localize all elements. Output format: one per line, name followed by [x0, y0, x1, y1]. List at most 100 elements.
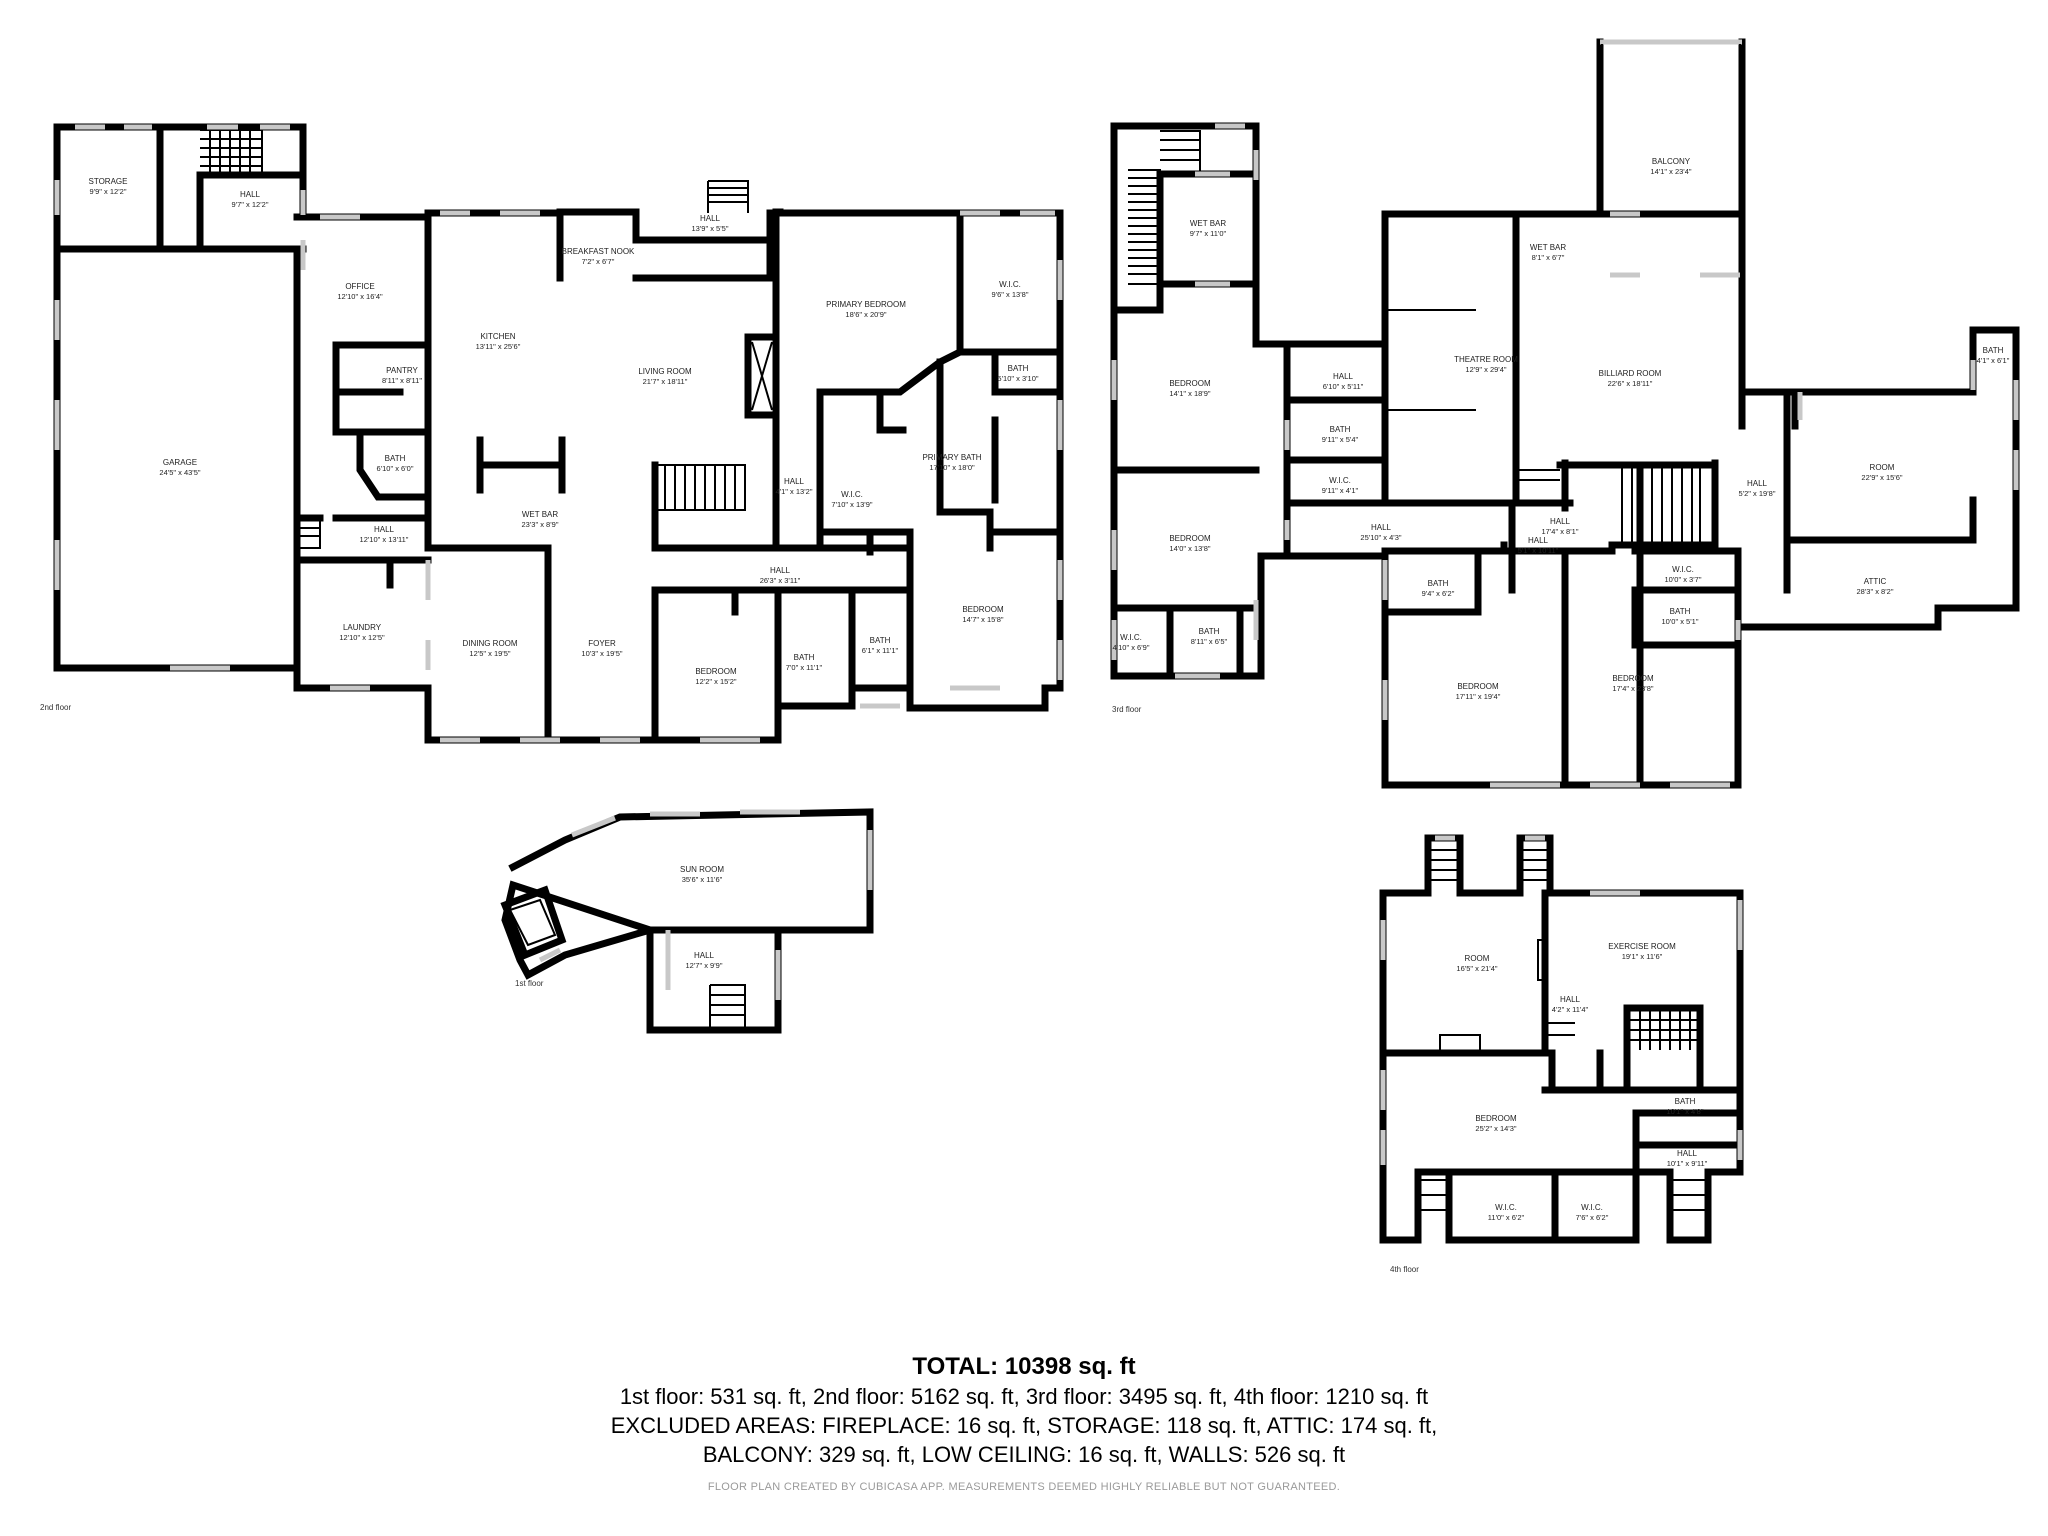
- room-name: BILLIARD ROOM: [1599, 369, 1662, 378]
- total-area: TOTAL: 10398 sq. ft: [912, 1353, 1136, 1380]
- room-dimensions: 13'11" x 25'6": [476, 342, 521, 351]
- room-dimensions: 6'10" x 6'0": [377, 464, 414, 473]
- room-name: BATH: [1675, 1097, 1696, 1106]
- room-dimensions: 17'4" x 23'8": [1612, 684, 1653, 693]
- room-name: BREAKFAST NOOK: [562, 247, 635, 256]
- floor-label-2nd: 2nd floor: [40, 703, 71, 712]
- room-name: FOYER: [588, 639, 616, 648]
- room-name: STORAGE: [89, 177, 128, 186]
- room-name: BEDROOM: [1457, 682, 1499, 691]
- floor-label-4th: 4th floor: [1390, 1265, 1419, 1274]
- room-dimensions: 9'7" x 12'2": [232, 200, 269, 209]
- floor-2-stairs: [200, 129, 777, 549]
- room-dimensions: 23'3" x 8'9": [522, 520, 559, 529]
- room-name: HALL: [1550, 517, 1571, 526]
- room-dimensions: 11'0" x 6'2": [1488, 1213, 1525, 1222]
- room-name: KITCHEN: [480, 332, 515, 341]
- room-name: HALL: [770, 566, 791, 575]
- floor-3-windows: [1111, 123, 2019, 788]
- room-name: HALL: [1528, 536, 1549, 545]
- room-dimensions: 14'0" x 13'8": [1169, 544, 1210, 553]
- room-name: W.I.C.: [841, 490, 863, 499]
- room-dimensions: 12'9" x 29'4": [1465, 365, 1506, 374]
- room-dimensions: 12'2" x 15'2": [695, 677, 736, 686]
- excluded-areas: EXCLUDED AREAS: FIREPLACE: 16 sq. ft, ST…: [610, 1413, 1438, 1438]
- room-dimensions: 8'11" x 6'5": [1191, 637, 1228, 646]
- room-name: HALL: [240, 190, 261, 199]
- floor-4-walls: [1379, 834, 1744, 1244]
- credit-note: FLOOR PLAN CREATED BY CUBICASA APP. MEAS…: [707, 1481, 1341, 1493]
- room-name: W.I.C.: [1495, 1203, 1517, 1212]
- room-name: EXERCISE ROOM: [1608, 942, 1676, 951]
- room-name: BEDROOM: [1475, 1114, 1517, 1123]
- room-name: BATH: [1008, 364, 1029, 373]
- room-dimensions: 10'1" x 9'11": [1667, 1159, 1708, 1168]
- room-dimensions: 9'4" x 6'2": [1422, 589, 1455, 598]
- room-dimensions: 16'5" x 21'4": [1456, 964, 1497, 973]
- area-summary: TOTAL: 10398 sq. ft 1st floor: 531 sq. f…: [0, 1352, 2048, 1493]
- room-name: HALL: [374, 525, 395, 534]
- room-name: HALL: [1371, 523, 1392, 532]
- room-dimensions: 17'10" x 18'0": [929, 463, 975, 472]
- room-name: THEATRE ROOM: [1454, 355, 1518, 364]
- room-name: HALL: [784, 477, 805, 486]
- floor-3-walls: [1110, 38, 2020, 789]
- room-name: W.I.C.: [1120, 633, 1142, 642]
- room-name: W.I.C.: [1672, 565, 1694, 574]
- room-dimensions: 12'5" x 19'5": [469, 649, 510, 658]
- room-dimensions: 9'11" x 5'4": [1322, 435, 1359, 444]
- room-name: BATH: [794, 653, 815, 662]
- room-dimensions: 7'10" x 13'9": [831, 500, 872, 509]
- room-name: BEDROOM: [695, 667, 737, 676]
- room-dimensions: 7'2" x 6'7": [582, 257, 615, 266]
- room-name: WET BAR: [1530, 243, 1567, 252]
- room-dimensions: 25'10" x 4'3": [1360, 533, 1401, 542]
- excluded-areas-cont: BALCONY: 329 sq. ft, LOW CEILING: 16 sq.…: [702, 1442, 1346, 1467]
- room-name: LIVING ROOM: [638, 367, 692, 376]
- room-dimensions: 7'6" x 6'2": [1576, 1213, 1609, 1222]
- room-dimensions: 6'10" x 5'11": [1323, 382, 1364, 391]
- room-dimensions: 12'10" x 16'4": [337, 292, 383, 301]
- room-name: W.I.C.: [1329, 476, 1351, 485]
- floor-label-1st: 1st floor: [515, 979, 544, 988]
- room-name: HALL: [694, 951, 715, 960]
- room-name: OFFICE: [345, 282, 374, 291]
- room-dimensions: 14'7" x 15'8": [962, 615, 1003, 624]
- room-dimensions: 4'10" x 6'9": [1113, 643, 1150, 652]
- room-name: WET BAR: [522, 510, 559, 519]
- room-name: ATTIC: [1864, 577, 1887, 586]
- room-dimensions: 6'1" x 11'1": [862, 646, 899, 655]
- room-dimensions: 4'1" x 6'1": [1977, 356, 2010, 365]
- room-name: HALL: [1747, 479, 1768, 488]
- room-name: W.I.C.: [1581, 1203, 1603, 1212]
- room-name: GARAGE: [163, 458, 197, 467]
- room-name: BATH: [870, 636, 891, 645]
- room-dimensions: 35'6" x 11'6": [682, 875, 723, 884]
- room-dimensions: 10'3" x 19'5": [581, 649, 622, 658]
- room-dimensions: 14'1" x 23'4": [1650, 167, 1691, 176]
- room-dimensions: 4'1" x 13'2": [776, 487, 813, 496]
- room-name: PRIMARY BEDROOM: [826, 300, 906, 309]
- room-dimensions: 22'6" x 18'11": [1608, 379, 1653, 388]
- room-name: SUN ROOM: [680, 865, 724, 874]
- room-dimensions: 8'1" x 6'7": [1532, 253, 1565, 262]
- room-name: ROOM: [1465, 954, 1490, 963]
- room-dimensions: 10'0" x 5'1": [1662, 617, 1699, 626]
- floor-label-3rd: 3rd floor: [1112, 705, 1142, 714]
- room-dimensions: 13'9" x 5'5": [692, 224, 729, 233]
- room-name: LAUNDRY: [343, 623, 382, 632]
- room-dimensions: 21'7" x 18'11": [643, 377, 688, 386]
- room-dimensions: 24'5" x 43'5": [159, 468, 200, 477]
- room-dimensions: 4'2" x 11'4": [1552, 1005, 1589, 1014]
- room-dimensions: 22'9" x 15'6": [1861, 473, 1902, 482]
- room-dimensions: 9'6" x 13'8": [992, 290, 1029, 299]
- room-name: BATH: [1330, 425, 1351, 434]
- room-name: BATH: [1670, 607, 1691, 616]
- room-name: BEDROOM: [1169, 534, 1211, 543]
- room-dimensions: 9'9" x 12'2": [90, 187, 127, 196]
- room-dimensions: 17'4" x 8'1": [1542, 527, 1579, 536]
- floor-2-windows: [54, 124, 1063, 743]
- room-name: HALL: [1333, 372, 1354, 381]
- room-dimensions: 8'11" x 8'11": [382, 376, 422, 385]
